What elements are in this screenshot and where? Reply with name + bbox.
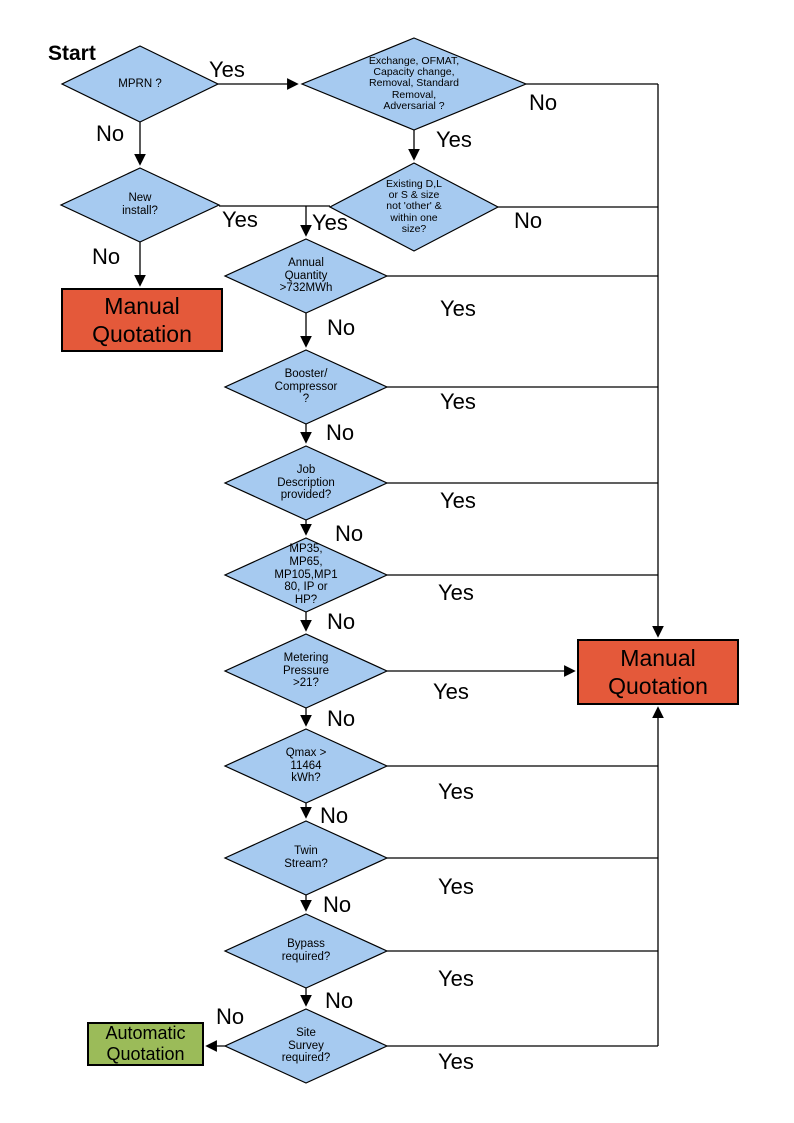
diamond-twin-stream (223, 820, 389, 896)
box-manual-quotation-right (577, 639, 739, 705)
diamond-bypass (223, 913, 389, 989)
start-label: Start (48, 42, 96, 65)
diamond-metering-pressure (223, 633, 389, 709)
diamond-booster-compressor (223, 349, 389, 425)
diamond-qmax (223, 728, 389, 804)
diamond-site-survey (223, 1008, 389, 1084)
diamond-mp-pressure-tier (223, 537, 389, 613)
diamond-new-install (59, 167, 221, 243)
diamond-exchange (300, 37, 528, 131)
box-automatic-quotation (87, 1022, 204, 1066)
diamond-mprn (60, 45, 220, 123)
connector-arrows (134, 78, 664, 1052)
terminal-shapes (61, 288, 739, 1066)
diamond-job-description (223, 445, 389, 521)
connector-lines (219, 83, 658, 1047)
box-manual-quotation-left (61, 288, 223, 352)
diamond-existing (328, 162, 500, 252)
decision-shapes (59, 37, 528, 1084)
diamond-annual-quantity (223, 238, 389, 314)
